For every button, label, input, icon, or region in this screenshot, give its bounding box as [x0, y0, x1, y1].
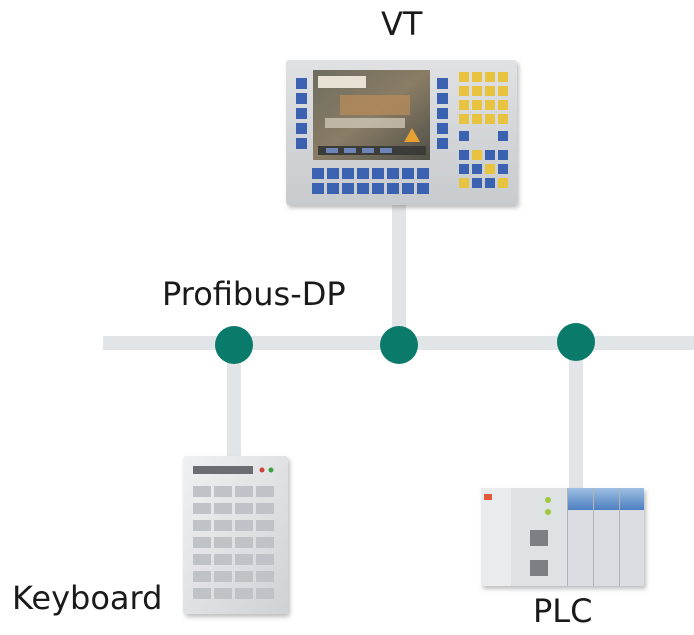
keyboard-drop-line: [227, 345, 241, 457]
keypad-icon: [183, 456, 288, 614]
node-vt: [380, 326, 418, 364]
vt-drop-line: [392, 205, 406, 345]
node-keyboard: [215, 326, 253, 364]
vt-terminal-icon: [286, 60, 517, 205]
plc-rack-icon: [481, 488, 644, 586]
profibus-label: Profibus-DP: [162, 275, 346, 313]
node-plc: [557, 323, 595, 361]
plc-drop-line: [569, 345, 583, 490]
vt-label: VT: [381, 5, 423, 43]
plc-label: PLC: [533, 592, 593, 630]
keyboard-label: Keyboard: [12, 579, 163, 617]
